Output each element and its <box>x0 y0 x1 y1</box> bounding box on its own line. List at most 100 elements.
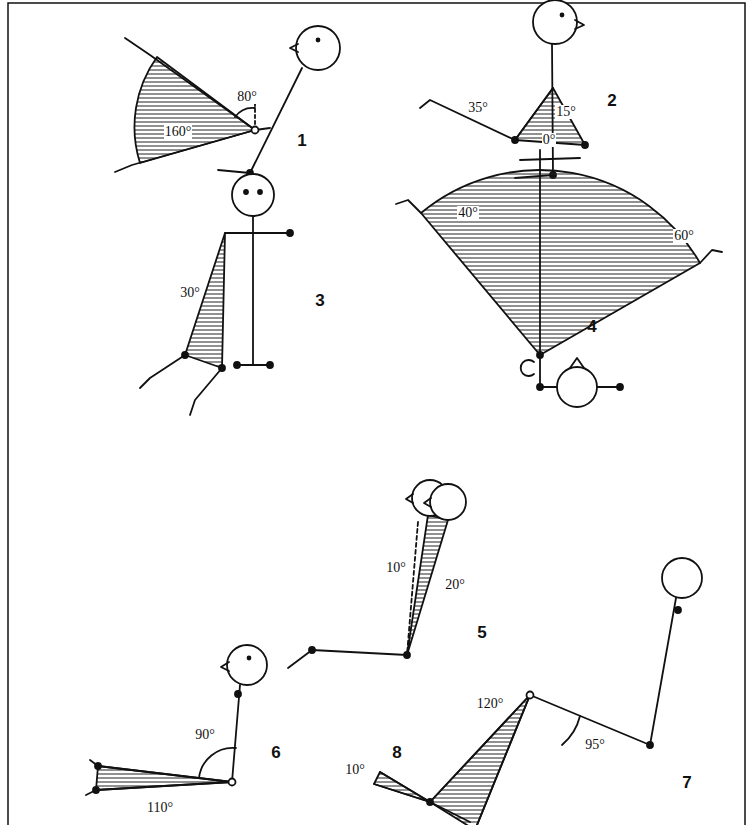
angle-label: 60° <box>673 229 695 243</box>
figure-number: 8 <box>391 744 402 761</box>
figure-number: 6 <box>270 744 281 761</box>
leg <box>520 158 580 160</box>
arm <box>90 760 232 782</box>
leg <box>475 695 530 825</box>
foot <box>374 784 430 802</box>
arm <box>125 38 255 130</box>
joint <box>527 692 534 699</box>
figure-6 <box>86 645 267 795</box>
angle-label: 0° <box>542 133 557 147</box>
angle-label: 40° <box>457 206 479 220</box>
angle-arc <box>235 108 255 117</box>
joint <box>219 365 225 371</box>
body <box>515 44 553 178</box>
leg <box>288 650 407 668</box>
nose <box>570 358 584 368</box>
angle-label: 80° <box>236 90 258 104</box>
body <box>232 685 240 782</box>
angle-label: 90° <box>194 728 216 742</box>
foot <box>430 802 470 822</box>
leg <box>430 695 530 802</box>
body <box>252 216 254 365</box>
rotation-arrow <box>521 360 534 376</box>
joint <box>287 230 293 236</box>
head <box>296 26 340 70</box>
figure-1 <box>115 26 340 176</box>
angle-label: 15° <box>555 105 577 119</box>
figure-5 <box>288 480 466 668</box>
figure-number: 3 <box>314 292 325 309</box>
eye <box>244 190 248 194</box>
figure-number: 2 <box>606 92 617 109</box>
figure-4 <box>396 150 722 407</box>
shoulders <box>225 232 290 234</box>
angle-label: 10° <box>344 763 366 777</box>
arm <box>420 100 515 140</box>
body <box>218 68 302 173</box>
figure-3 <box>140 174 293 415</box>
nose <box>406 494 413 503</box>
arm <box>396 200 421 213</box>
body <box>650 598 676 745</box>
eye <box>248 657 251 660</box>
reference-line <box>539 150 541 355</box>
joint <box>229 779 236 786</box>
joint <box>95 763 101 769</box>
figure-number: 4 <box>586 318 597 335</box>
joint <box>404 652 410 658</box>
range-sector <box>421 170 700 355</box>
range-sector <box>407 515 448 655</box>
joint <box>182 352 188 358</box>
joint <box>512 137 518 143</box>
joint <box>617 384 623 390</box>
figure-7 <box>430 558 702 825</box>
nose <box>290 44 298 52</box>
joint <box>234 362 240 368</box>
head <box>232 174 274 216</box>
foot <box>380 772 430 802</box>
head <box>227 645 267 685</box>
joint <box>309 647 315 653</box>
legs <box>237 364 270 366</box>
joint <box>537 384 543 390</box>
head <box>533 0 577 44</box>
joint <box>267 362 273 368</box>
nose <box>575 20 584 29</box>
joint <box>675 607 681 613</box>
angle-label: 30° <box>179 286 201 300</box>
angle-label: 35° <box>467 101 489 115</box>
arm <box>140 355 185 388</box>
arm <box>700 250 722 263</box>
joint <box>252 127 259 134</box>
joint <box>427 799 433 805</box>
joint <box>93 787 99 793</box>
reference-line <box>407 522 418 655</box>
nose <box>424 498 431 507</box>
angle-label: 20° <box>444 578 466 592</box>
figure-number: 1 <box>296 132 307 149</box>
head <box>430 484 466 520</box>
frame <box>8 3 745 825</box>
figure-2 <box>420 0 588 178</box>
joint <box>537 352 543 358</box>
joint <box>647 742 653 748</box>
angle-label: 110° <box>146 801 174 815</box>
eye <box>258 190 262 194</box>
arm <box>86 782 232 795</box>
range-sector <box>430 695 530 825</box>
nose <box>221 662 229 671</box>
angle-label: 120° <box>476 697 505 711</box>
eye <box>561 14 564 17</box>
angle-label: 160° <box>164 125 193 139</box>
range-sector <box>374 772 430 802</box>
head <box>557 367 597 407</box>
angle-arc <box>562 716 580 745</box>
eye <box>317 39 320 42</box>
angle-label: 95° <box>584 738 606 752</box>
head <box>662 558 702 598</box>
range-sector <box>185 233 225 368</box>
joint <box>582 142 588 148</box>
joint <box>235 691 241 697</box>
figure-8 <box>374 772 470 822</box>
